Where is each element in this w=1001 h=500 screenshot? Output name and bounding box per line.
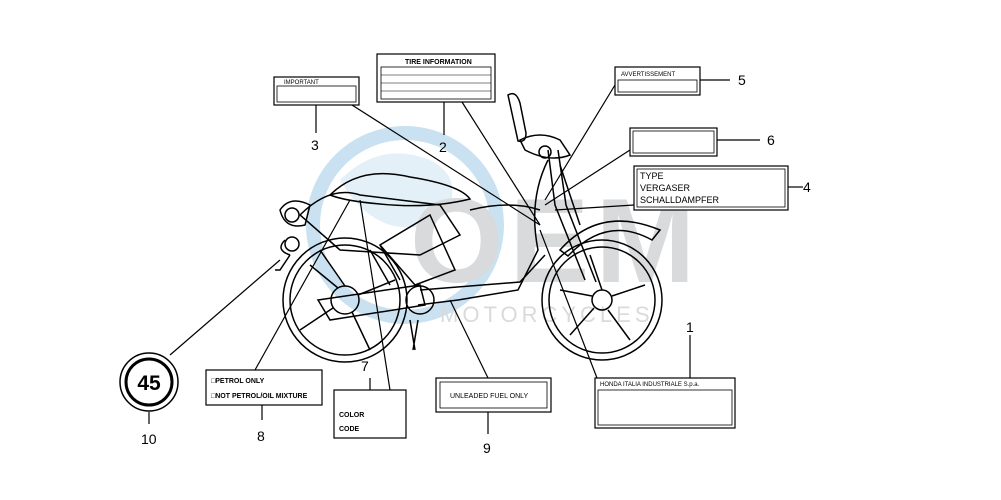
label-3: IMPORTANT 3 bbox=[273, 76, 360, 153]
label-4-line-2: VERGASER bbox=[640, 183, 691, 193]
label-4-line-3: SCHALLDAMPFER bbox=[640, 195, 720, 205]
label-1-text: HONDA ITALIA INDUSTRIALE S.p.a. bbox=[600, 382, 700, 388]
label-6-number: 6 bbox=[767, 132, 775, 148]
label-5-number: 5 bbox=[738, 72, 746, 88]
label-4-line-1: TYPE bbox=[640, 171, 664, 181]
label-8: □PETROL ONLY □NOT PETROL/OIL MIXTURE 8 bbox=[205, 369, 323, 444]
label-8-number: 8 bbox=[257, 428, 265, 444]
leader-lines bbox=[148, 79, 803, 434]
label-3-text: IMPORTANT bbox=[284, 80, 319, 86]
label-2-number: 2 bbox=[439, 139, 447, 155]
label-2: TIRE INFORMATION 2 bbox=[376, 53, 496, 155]
label-7: COLOR CODE 7 bbox=[333, 358, 407, 439]
label-4-number: 4 bbox=[803, 179, 811, 195]
label-9-text: UNLEADED FUEL ONLY bbox=[450, 393, 529, 400]
label-8-line-1: □PETROL ONLY bbox=[211, 378, 265, 385]
label-1: HONDA ITALIA INDUSTRIALE S.p.a. 1 bbox=[594, 319, 736, 429]
label-5: AVVERTISSEMENT 5 bbox=[614, 66, 746, 96]
label-10-speed: 45 bbox=[137, 372, 161, 395]
watermark-subtext: MOTORCYCLES bbox=[440, 302, 654, 327]
label-4: TYPE VERGASER SCHALLDAMPFER 4 bbox=[633, 165, 811, 211]
label-10-number: 10 bbox=[141, 431, 157, 447]
label-2-text: TIRE INFORMATION bbox=[405, 59, 472, 66]
label-5-text: AVVERTISSEMENT bbox=[621, 72, 675, 78]
label-9-number: 9 bbox=[483, 440, 491, 456]
watermark-logo: OEM MOTORCYCLES bbox=[306, 126, 695, 327]
label-6: 6 bbox=[629, 127, 775, 157]
label-7-number: 7 bbox=[361, 358, 369, 374]
scooter-illustration bbox=[275, 92, 663, 363]
label-7-line-1: COLOR bbox=[339, 412, 364, 419]
label-1-number: 1 bbox=[686, 319, 694, 335]
label-7-line-2: CODE bbox=[339, 426, 360, 433]
label-10: 45 10 bbox=[119, 352, 179, 447]
label-8-line-2: □NOT PETROL/OIL MIXTURE bbox=[211, 393, 308, 400]
label-3-number: 3 bbox=[311, 137, 319, 153]
label-9: UNLEADED FUEL ONLY 9 bbox=[435, 377, 552, 456]
